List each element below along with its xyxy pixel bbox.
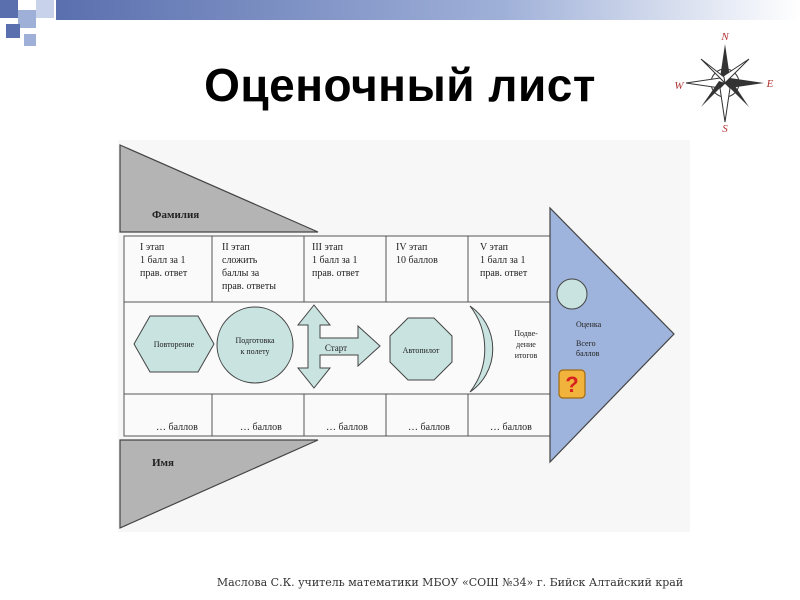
stage-1-title: I этап <box>140 242 165 253</box>
stage-4-line2: 10 баллов <box>396 255 438 266</box>
grade-circle <box>556 278 588 310</box>
evaluation-sheet: Фамилия Имя I этап 1 балл за 1 прав. отв… <box>118 140 690 532</box>
compass-s: S <box>722 123 728 135</box>
page-title: Оценочный лист <box>204 59 596 111</box>
stage-2-title: II этап <box>222 242 250 253</box>
stage-3-line2: 1 балл за 1 <box>312 255 357 266</box>
prep-label-2: к полету <box>241 347 270 356</box>
name-label: Имя <box>152 457 174 469</box>
autopilot-octagon <box>389 317 453 381</box>
autopilot-label: Автопилот <box>403 346 440 355</box>
surname-triangle <box>119 144 319 233</box>
repeat-hexagon <box>133 315 215 373</box>
stage-5-line3: прав. ответ <box>480 268 528 279</box>
repeat-label: Повторение <box>154 340 195 349</box>
start-arrow-shape <box>296 304 381 389</box>
result-arrowhead <box>549 206 675 464</box>
footer-credit: Маслова С.К. учитель математики МБОУ «СО… <box>216 576 684 589</box>
stage-2-line3: баллы за <box>222 268 260 279</box>
prep-circle <box>216 306 294 384</box>
summary-crescent <box>469 305 494 393</box>
total-label-2: баллов <box>576 349 600 358</box>
points-stage-3: … баллов <box>326 422 368 433</box>
start-label: Старт <box>325 343 347 353</box>
corner-square-5 <box>24 34 36 46</box>
points-stage-4: … баллов <box>408 422 450 433</box>
stage-4-title: IV этап <box>396 242 428 253</box>
corner-square-4 <box>6 24 20 38</box>
summary-label-3: итогов <box>515 351 538 360</box>
grade-label: Оценка <box>576 320 602 329</box>
corner-square-1 <box>0 0 18 18</box>
question-mark: ? <box>565 372 578 397</box>
compass-n: N <box>720 31 729 43</box>
points-stage-2: … баллов <box>240 422 282 433</box>
stage-2-line2: сложить <box>222 255 258 266</box>
prep-label-1: Подготовка <box>235 336 275 345</box>
evaluation-diagram: Фамилия Имя I этап 1 балл за 1 прав. отв… <box>119 144 675 529</box>
corner-square-3 <box>36 0 54 18</box>
stage-1-line2: 1 балл за 1 <box>140 255 185 266</box>
stage-1-line3: прав. ответ <box>140 268 188 279</box>
compass-rose-icon: N S E W <box>674 31 774 135</box>
total-label-1: Всего <box>576 339 596 348</box>
stage-2-line4: прав. ответы <box>222 281 276 292</box>
points-stage-1: … баллов <box>156 422 198 433</box>
stage-3-title: III этап <box>312 242 344 253</box>
corner-square-2 <box>18 10 36 28</box>
compass-w: W <box>674 80 684 92</box>
stage-5-line2: 1 балл за 1 <box>480 255 525 266</box>
question-badge <box>558 369 586 399</box>
compass-e: E <box>766 78 774 90</box>
surname-label: Фамилия <box>152 209 199 221</box>
name-triangle <box>119 439 319 529</box>
summary-label-1: Подве- <box>514 329 538 338</box>
points-stage-5: … баллов <box>490 422 532 433</box>
stage-5-title: V этап <box>480 242 509 253</box>
summary-label-2: дение <box>516 340 536 349</box>
stage-3-line3: прав. ответ <box>312 268 360 279</box>
header-gradient-bar <box>56 0 800 20</box>
